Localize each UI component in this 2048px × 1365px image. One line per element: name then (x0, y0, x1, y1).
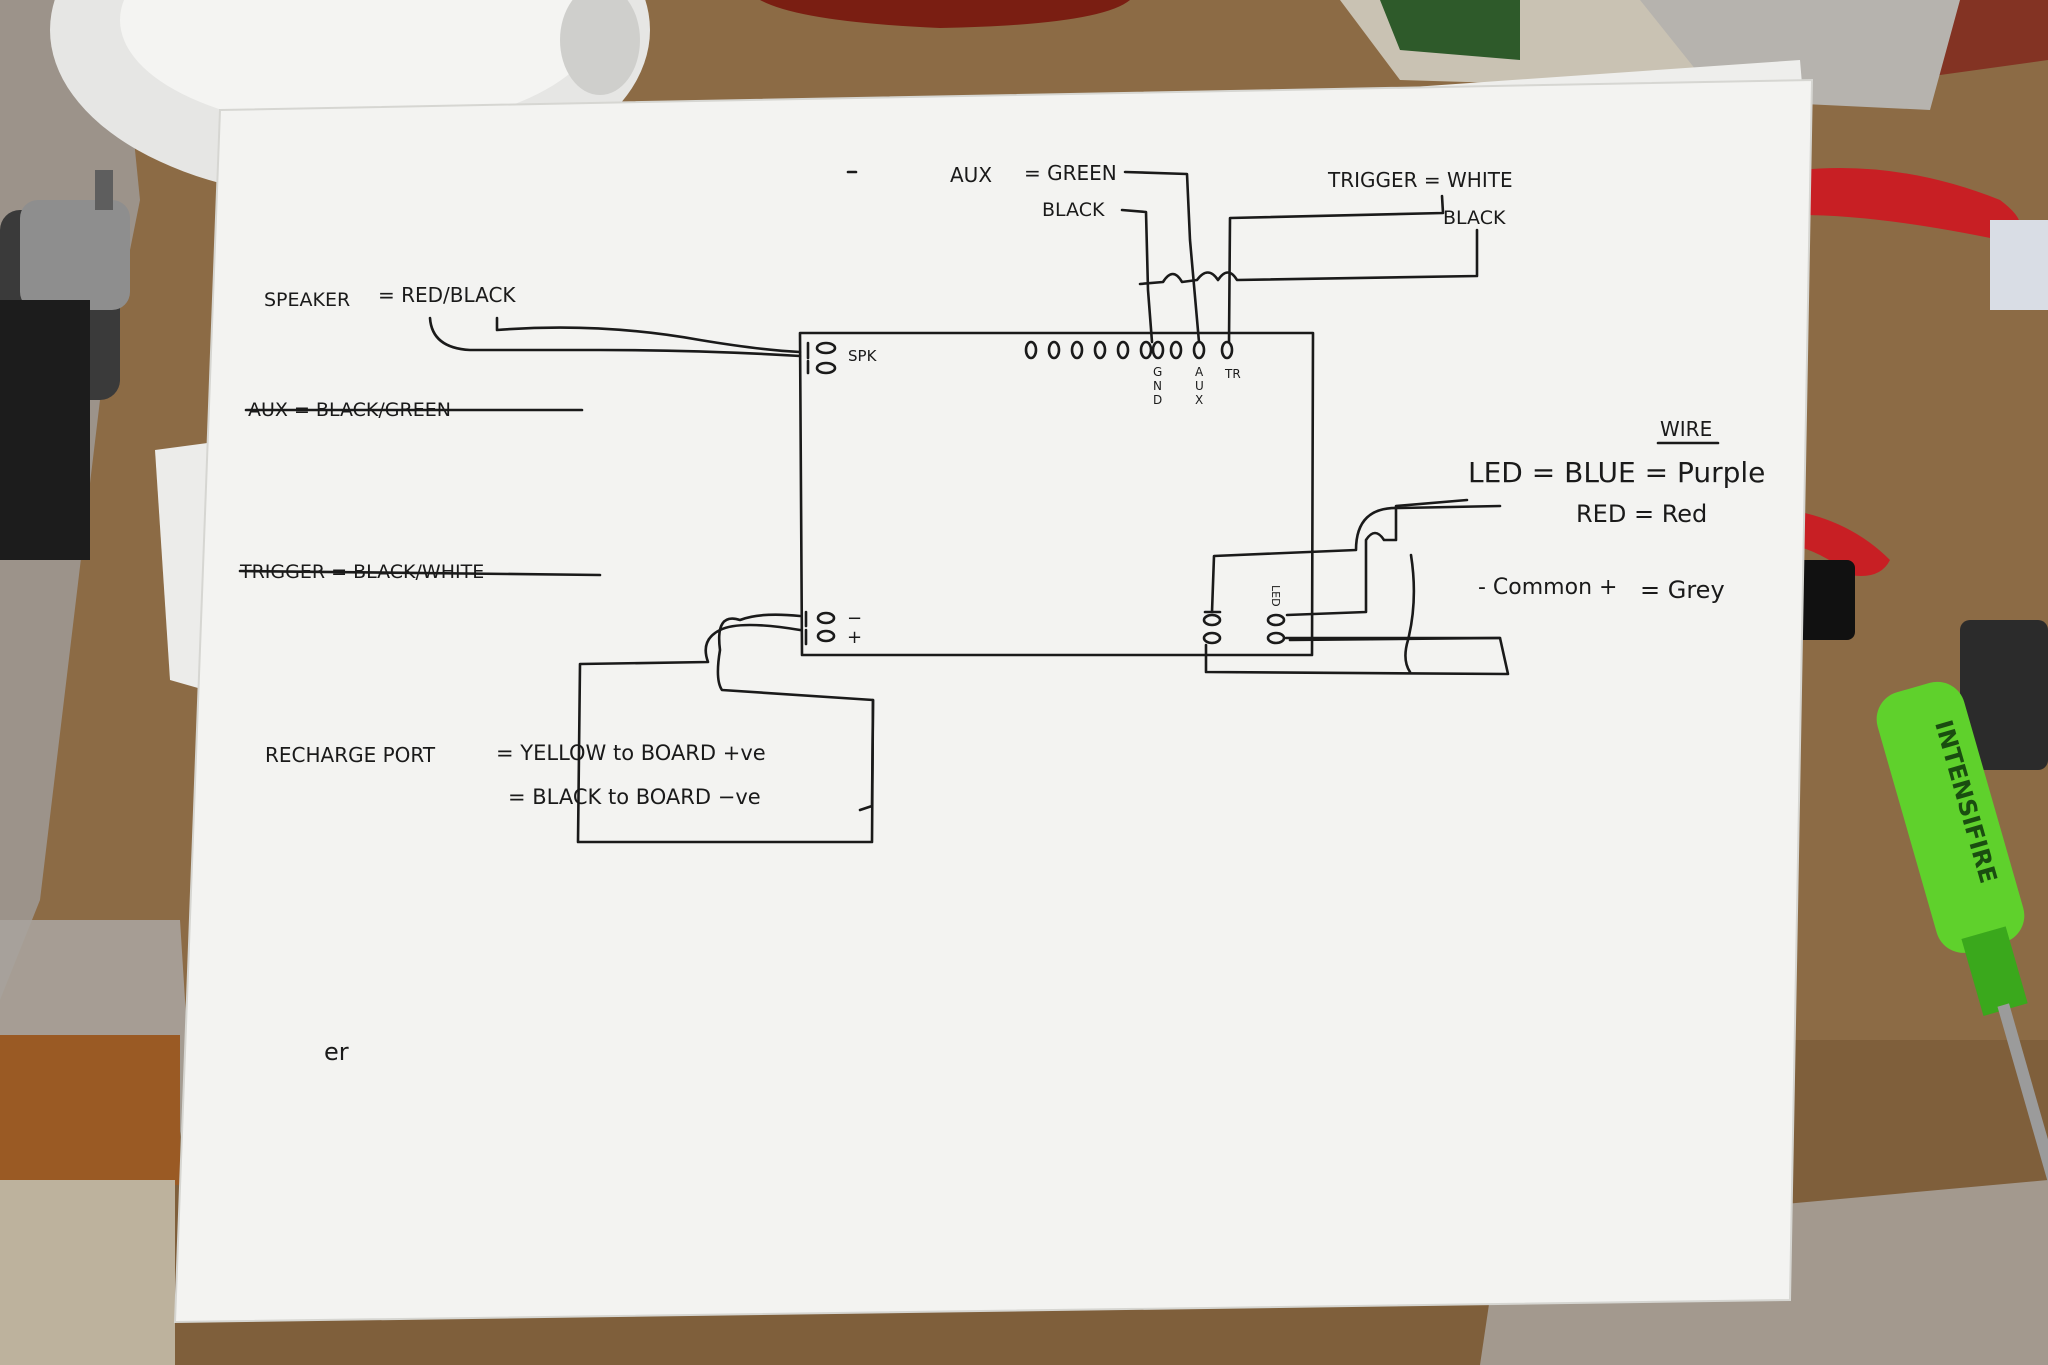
recharge-black-wire (716, 613, 875, 812)
right-gadget (1795, 560, 2048, 770)
svg-text:X: X (1195, 393, 1203, 407)
grey-wire-horizontal (1288, 636, 1502, 642)
speaker-wire-b (495, 316, 802, 354)
initials-mark: er (324, 1038, 349, 1066)
led-pin-label: LED (1269, 585, 1282, 607)
trigger-black-wire (1138, 228, 1479, 286)
aux-pin-label: A U X (1195, 365, 1204, 407)
aux-black-wire (1120, 208, 1154, 344)
trigger-heading: TRIGGER = WHITE (1327, 168, 1513, 192)
recharge-heading: RECHARGE PORT (265, 743, 436, 767)
svg-text:U: U (1195, 379, 1204, 393)
led-connector: LED (1202, 585, 1286, 645)
tr-pin-label: TR (1224, 367, 1241, 381)
trigger-black-label: BLACK (1443, 207, 1506, 229)
screwdriver: INTENSIFIRE (1876, 681, 2048, 1228)
yellow-line: = YELLOW to BOARD +ve (496, 741, 766, 765)
red-color-line: RED = Red (1576, 500, 1707, 528)
carpet (0, 1180, 175, 1365)
black-line: = BLACK to BOARD −ve (508, 785, 761, 809)
spk-connector: SPK (806, 341, 878, 375)
plus-pin-label: + (847, 627, 862, 648)
battery-connector: − + (804, 608, 862, 648)
gnd-pin-label: G N D (1153, 365, 1162, 407)
svg-text:G: G (1153, 365, 1162, 379)
minus-pin-label: − (847, 608, 862, 629)
led-blue-wire (1285, 498, 1469, 617)
grey-line: = Grey (1640, 576, 1725, 604)
spk-pin-label: SPK (848, 347, 878, 365)
wiring-diagram: SPK G N D A U X TR (238, 161, 1765, 1066)
svg-text:N: N (1153, 379, 1162, 393)
wire-heading: WIRE (1660, 417, 1712, 441)
board-outline (798, 331, 1315, 657)
led-red-wire (1210, 504, 1502, 614)
svg-text:D: D (1153, 393, 1162, 407)
speaker-wires-label: = RED/BLACK (378, 283, 516, 307)
wood-strip (0, 1035, 180, 1185)
led-color-line: LED = BLUE = Purple (1468, 456, 1765, 489)
paper-sheet (173, 78, 1814, 1324)
struck-trigger-note: TRIGGER = BLACK/WHITE (238, 561, 602, 583)
aux-green-label: = GREEN (1024, 161, 1117, 185)
aux-black-label: BLACK (1042, 199, 1105, 221)
trigger-white-wire (1227, 194, 1445, 344)
svg-text:A: A (1195, 365, 1204, 379)
speaker-heading: SPEAKER (264, 289, 350, 311)
aux-heading: AUX (950, 163, 992, 187)
aux-green-wire (1123, 170, 1201, 344)
speaker-wire-a (428, 316, 802, 358)
red-pan-edge (760, 0, 1130, 28)
struck-aux-note: AUX = BLACK/GREEN (244, 399, 584, 421)
common-line: - Common + (1478, 575, 1617, 600)
flashlight (0, 170, 130, 560)
